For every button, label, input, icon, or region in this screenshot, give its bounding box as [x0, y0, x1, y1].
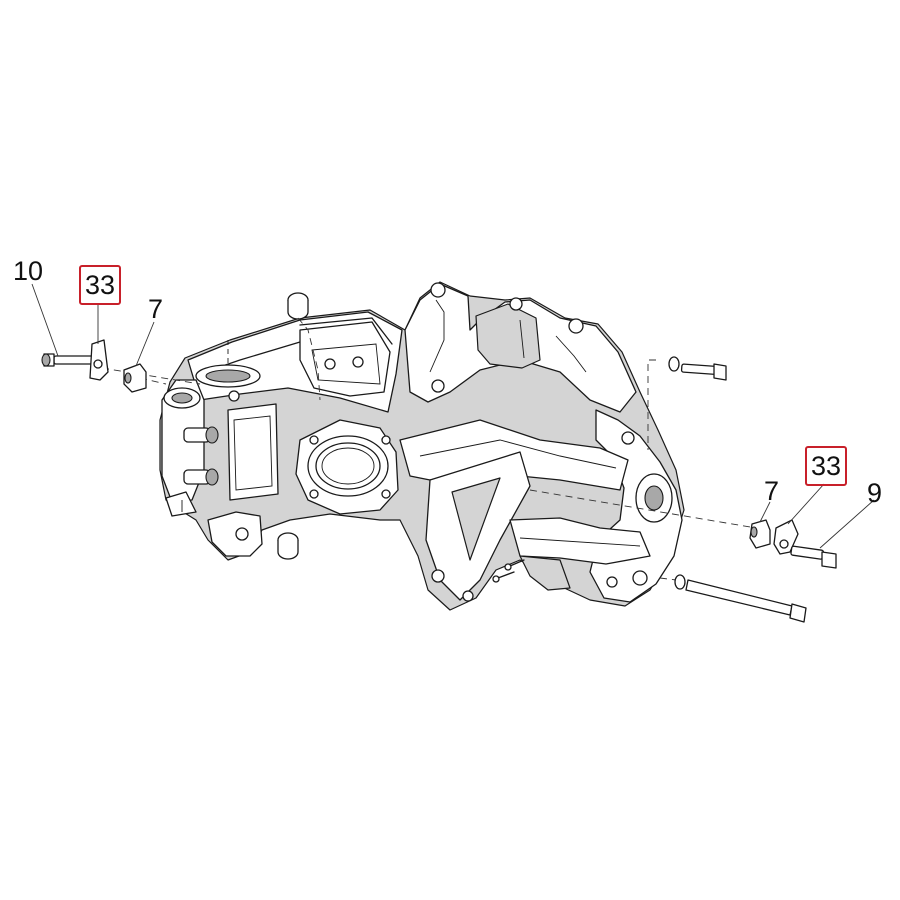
callout-9: 9: [867, 478, 883, 508]
leader-9: [819, 499, 875, 549]
leader-10: [31, 283, 59, 357]
right-fasteners: [668, 356, 837, 623]
callout-7-left: 7: [148, 294, 164, 324]
leader-lines: [31, 283, 875, 549]
long-through-bolt: [674, 574, 807, 623]
spacer-7-right: [749, 519, 771, 549]
head-area-bolts: [183, 426, 219, 486]
motorcycle-frame: [159, 281, 685, 611]
intake-port: [295, 419, 399, 515]
small-screws: [492, 559, 525, 583]
callout-33-left: 33: [79, 265, 122, 305]
frame-side-plate: [299, 321, 391, 397]
upper-right-bolt: [668, 356, 727, 381]
callout-7-right: 7: [764, 476, 780, 506]
front-plate: [227, 403, 279, 501]
leader-7-left: [135, 321, 155, 367]
lower-bushing: [277, 532, 299, 560]
left-fasteners: [41, 339, 147, 393]
bolt-9: [790, 545, 837, 569]
top-vent: [195, 340, 261, 402]
leader-33-right: [787, 483, 825, 525]
bracket-33-left: [89, 339, 109, 381]
callout-33-right: 33: [805, 446, 848, 486]
leader-7-right: [759, 501, 771, 523]
callout-10: 10: [13, 256, 44, 286]
top-bushing: [287, 292, 321, 401]
lower-left-bracket: [207, 511, 263, 557]
lower-crossmember: [509, 517, 651, 565]
spacer-7-left: [123, 363, 147, 393]
